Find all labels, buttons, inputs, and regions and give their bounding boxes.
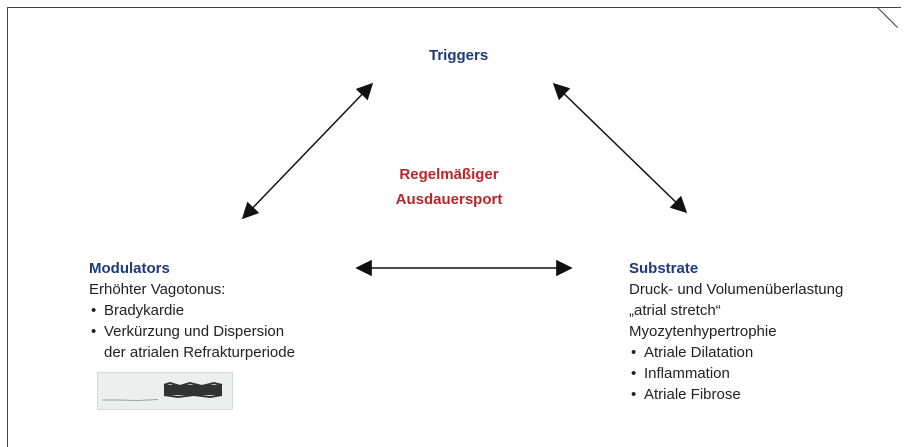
ecg-strip-image bbox=[97, 372, 233, 410]
center-label-line2: Ausdauersport bbox=[395, 191, 503, 208]
substrate-line-stretch: „atrial stretch“ bbox=[629, 302, 721, 319]
substrate-item-fibrose: Atriale Fibrose bbox=[629, 384, 894, 405]
diagram-frame bbox=[7, 6, 901, 447]
triggers-title: Triggers bbox=[429, 47, 489, 64]
modulators-subtitle: Erhöhter Vagotonus: bbox=[89, 281, 226, 298]
modulators-list: Bradykardie Verkürzung und Dispersion de… bbox=[89, 300, 359, 363]
modulators-block: Modulators Erhöhter Vagotonus: Bradykard… bbox=[89, 258, 359, 363]
substrate-list: Atriale Dilatation Inflammation Atriale … bbox=[629, 342, 894, 405]
arrow-triggers-substrate bbox=[552, 82, 688, 214]
substrate-title: Substrate bbox=[629, 260, 699, 277]
center-label: Regelmäßiger Ausdauersport bbox=[374, 162, 524, 212]
substrate-item-inflammation: Inflammation bbox=[629, 363, 894, 384]
substrate-block: Substrate Druck- und Volumenüberlastung … bbox=[629, 258, 894, 405]
modulators-title: Modulators bbox=[89, 260, 170, 277]
arrow-triggers-modulators bbox=[241, 82, 374, 220]
modulators-item-bradykardie: Bradykardie bbox=[89, 300, 359, 321]
center-label-line1: Regelmäßiger bbox=[399, 166, 499, 183]
folded-corner bbox=[881, 8, 901, 28]
modulators-item-verkuerzung: Verkürzung und Dispersion der atrialen R… bbox=[89, 321, 359, 363]
substrate-line-myozyten: Myozytenhypertrophie bbox=[629, 323, 777, 340]
substrate-item-dilatation: Atriale Dilatation bbox=[629, 342, 894, 363]
ecg-trace bbox=[102, 381, 223, 402]
substrate-line-druck: Druck- und Volumenüberlastung bbox=[629, 281, 844, 298]
